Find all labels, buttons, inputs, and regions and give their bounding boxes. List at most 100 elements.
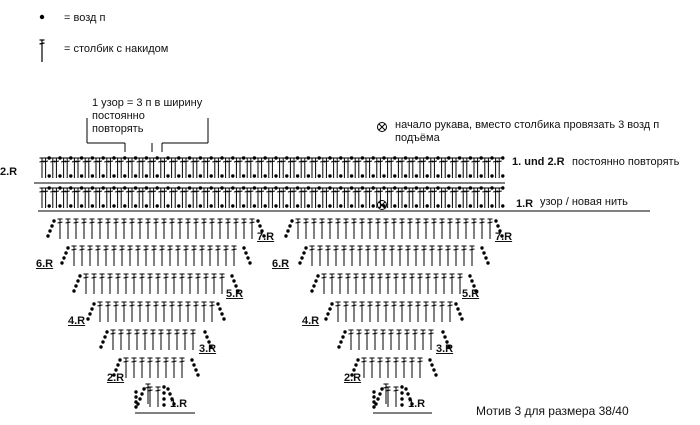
dc-cross xyxy=(129,190,135,193)
dc-cross xyxy=(187,276,193,279)
motif1-label-7r: 7.R xyxy=(257,231,275,243)
dc-cross xyxy=(277,190,283,193)
dc-cross xyxy=(331,160,337,163)
dc-cross xyxy=(291,160,297,163)
dc-cross xyxy=(61,190,67,193)
dc-cross xyxy=(460,190,466,193)
dc-cross xyxy=(393,276,399,279)
dc-cross xyxy=(475,160,481,163)
dc-cross xyxy=(375,221,381,224)
dc-cross xyxy=(331,190,337,193)
chain-stitch xyxy=(166,204,170,208)
row-label-1-2: 1. und 2.R xyxy=(512,156,565,168)
dc-cross xyxy=(82,160,88,163)
chain-stitch xyxy=(349,174,354,178)
chain-stitch xyxy=(393,204,397,208)
dc-cross xyxy=(104,160,110,163)
dc-cross xyxy=(118,160,124,163)
chain-stitch xyxy=(295,156,300,160)
dc-cross xyxy=(393,389,399,392)
dc-cross xyxy=(259,190,265,193)
dc-cross xyxy=(147,360,153,363)
dc-cross xyxy=(401,276,407,279)
dc-cross xyxy=(385,276,391,279)
dc-cross xyxy=(349,248,355,251)
dc-cross xyxy=(71,160,77,163)
dc-cross xyxy=(428,160,434,163)
dc-cross xyxy=(405,248,411,251)
dc-cross xyxy=(377,360,383,363)
dc-cross xyxy=(199,248,205,251)
chain-stitch xyxy=(101,174,105,178)
dc-cross xyxy=(81,221,87,224)
dc-cross xyxy=(298,190,304,193)
dc-cross xyxy=(105,221,111,224)
sleeve-note-line2: подъёма xyxy=(395,132,440,144)
chain-stitch xyxy=(414,156,419,160)
dc-cross xyxy=(323,190,329,193)
dc-cross xyxy=(333,248,339,251)
chain-stitch xyxy=(198,186,203,190)
chain-stitch xyxy=(490,156,494,160)
dc-cross xyxy=(406,190,412,193)
dc-cross xyxy=(83,276,89,279)
dc-cross xyxy=(151,160,157,163)
chain-stitch xyxy=(50,224,54,228)
dc-cross xyxy=(385,360,391,363)
dc-cross xyxy=(171,276,177,279)
dc-cross xyxy=(159,248,165,251)
dc-cross xyxy=(421,160,427,163)
dc-cross xyxy=(287,190,293,193)
chain-stitch xyxy=(194,368,198,372)
dc-cross xyxy=(341,248,347,251)
dc-cross xyxy=(428,190,434,193)
dc-cross xyxy=(395,160,401,163)
dc-cross xyxy=(420,332,426,335)
chain-stitch xyxy=(116,363,120,367)
chain-stitch xyxy=(155,156,159,160)
dc-cross xyxy=(356,160,362,163)
chain-stitch xyxy=(101,204,105,208)
chain-stitch xyxy=(263,186,267,190)
chain-stitch xyxy=(103,335,107,339)
dc-cross xyxy=(105,304,111,307)
chain-stitch xyxy=(52,219,56,223)
dc-cross xyxy=(266,190,272,193)
dc-cross xyxy=(442,160,448,163)
chain-stitch xyxy=(252,156,257,160)
dc-cross xyxy=(217,221,223,224)
dc-cross xyxy=(151,190,157,193)
dc-cross xyxy=(97,190,103,193)
chain-stitch xyxy=(244,251,248,255)
chain-stitch xyxy=(380,387,384,391)
motif2-label-7r: 7.R xyxy=(495,231,513,243)
dc-cross xyxy=(471,221,477,224)
dc-cross xyxy=(415,221,421,224)
chain-stitch xyxy=(123,156,127,160)
dc-cross xyxy=(323,160,329,163)
dc-cross xyxy=(259,160,265,163)
dc-cross xyxy=(91,276,97,279)
chain-stitch xyxy=(490,204,494,208)
chain-stitch xyxy=(198,174,203,178)
dc-cross xyxy=(453,190,459,193)
dc-cross xyxy=(295,221,301,224)
chain-stitch xyxy=(360,174,365,178)
chain-stitch xyxy=(196,373,200,377)
dc-cross xyxy=(374,160,380,163)
dc-cross xyxy=(212,190,218,193)
dc-cross xyxy=(99,276,105,279)
dc-cross xyxy=(453,248,459,251)
dc-cross xyxy=(136,190,142,193)
dc-cross xyxy=(437,248,443,251)
chain-stitch xyxy=(105,330,109,334)
dc-cross xyxy=(155,276,161,279)
dc-cross xyxy=(226,160,232,163)
dc-cross xyxy=(61,160,67,163)
chain-stitch xyxy=(447,174,451,178)
chain-stitch xyxy=(356,358,360,362)
chain-stitch xyxy=(101,156,105,160)
chain-stitch xyxy=(69,186,73,190)
chain-stitch xyxy=(349,186,354,190)
chain-stitch xyxy=(414,186,419,190)
